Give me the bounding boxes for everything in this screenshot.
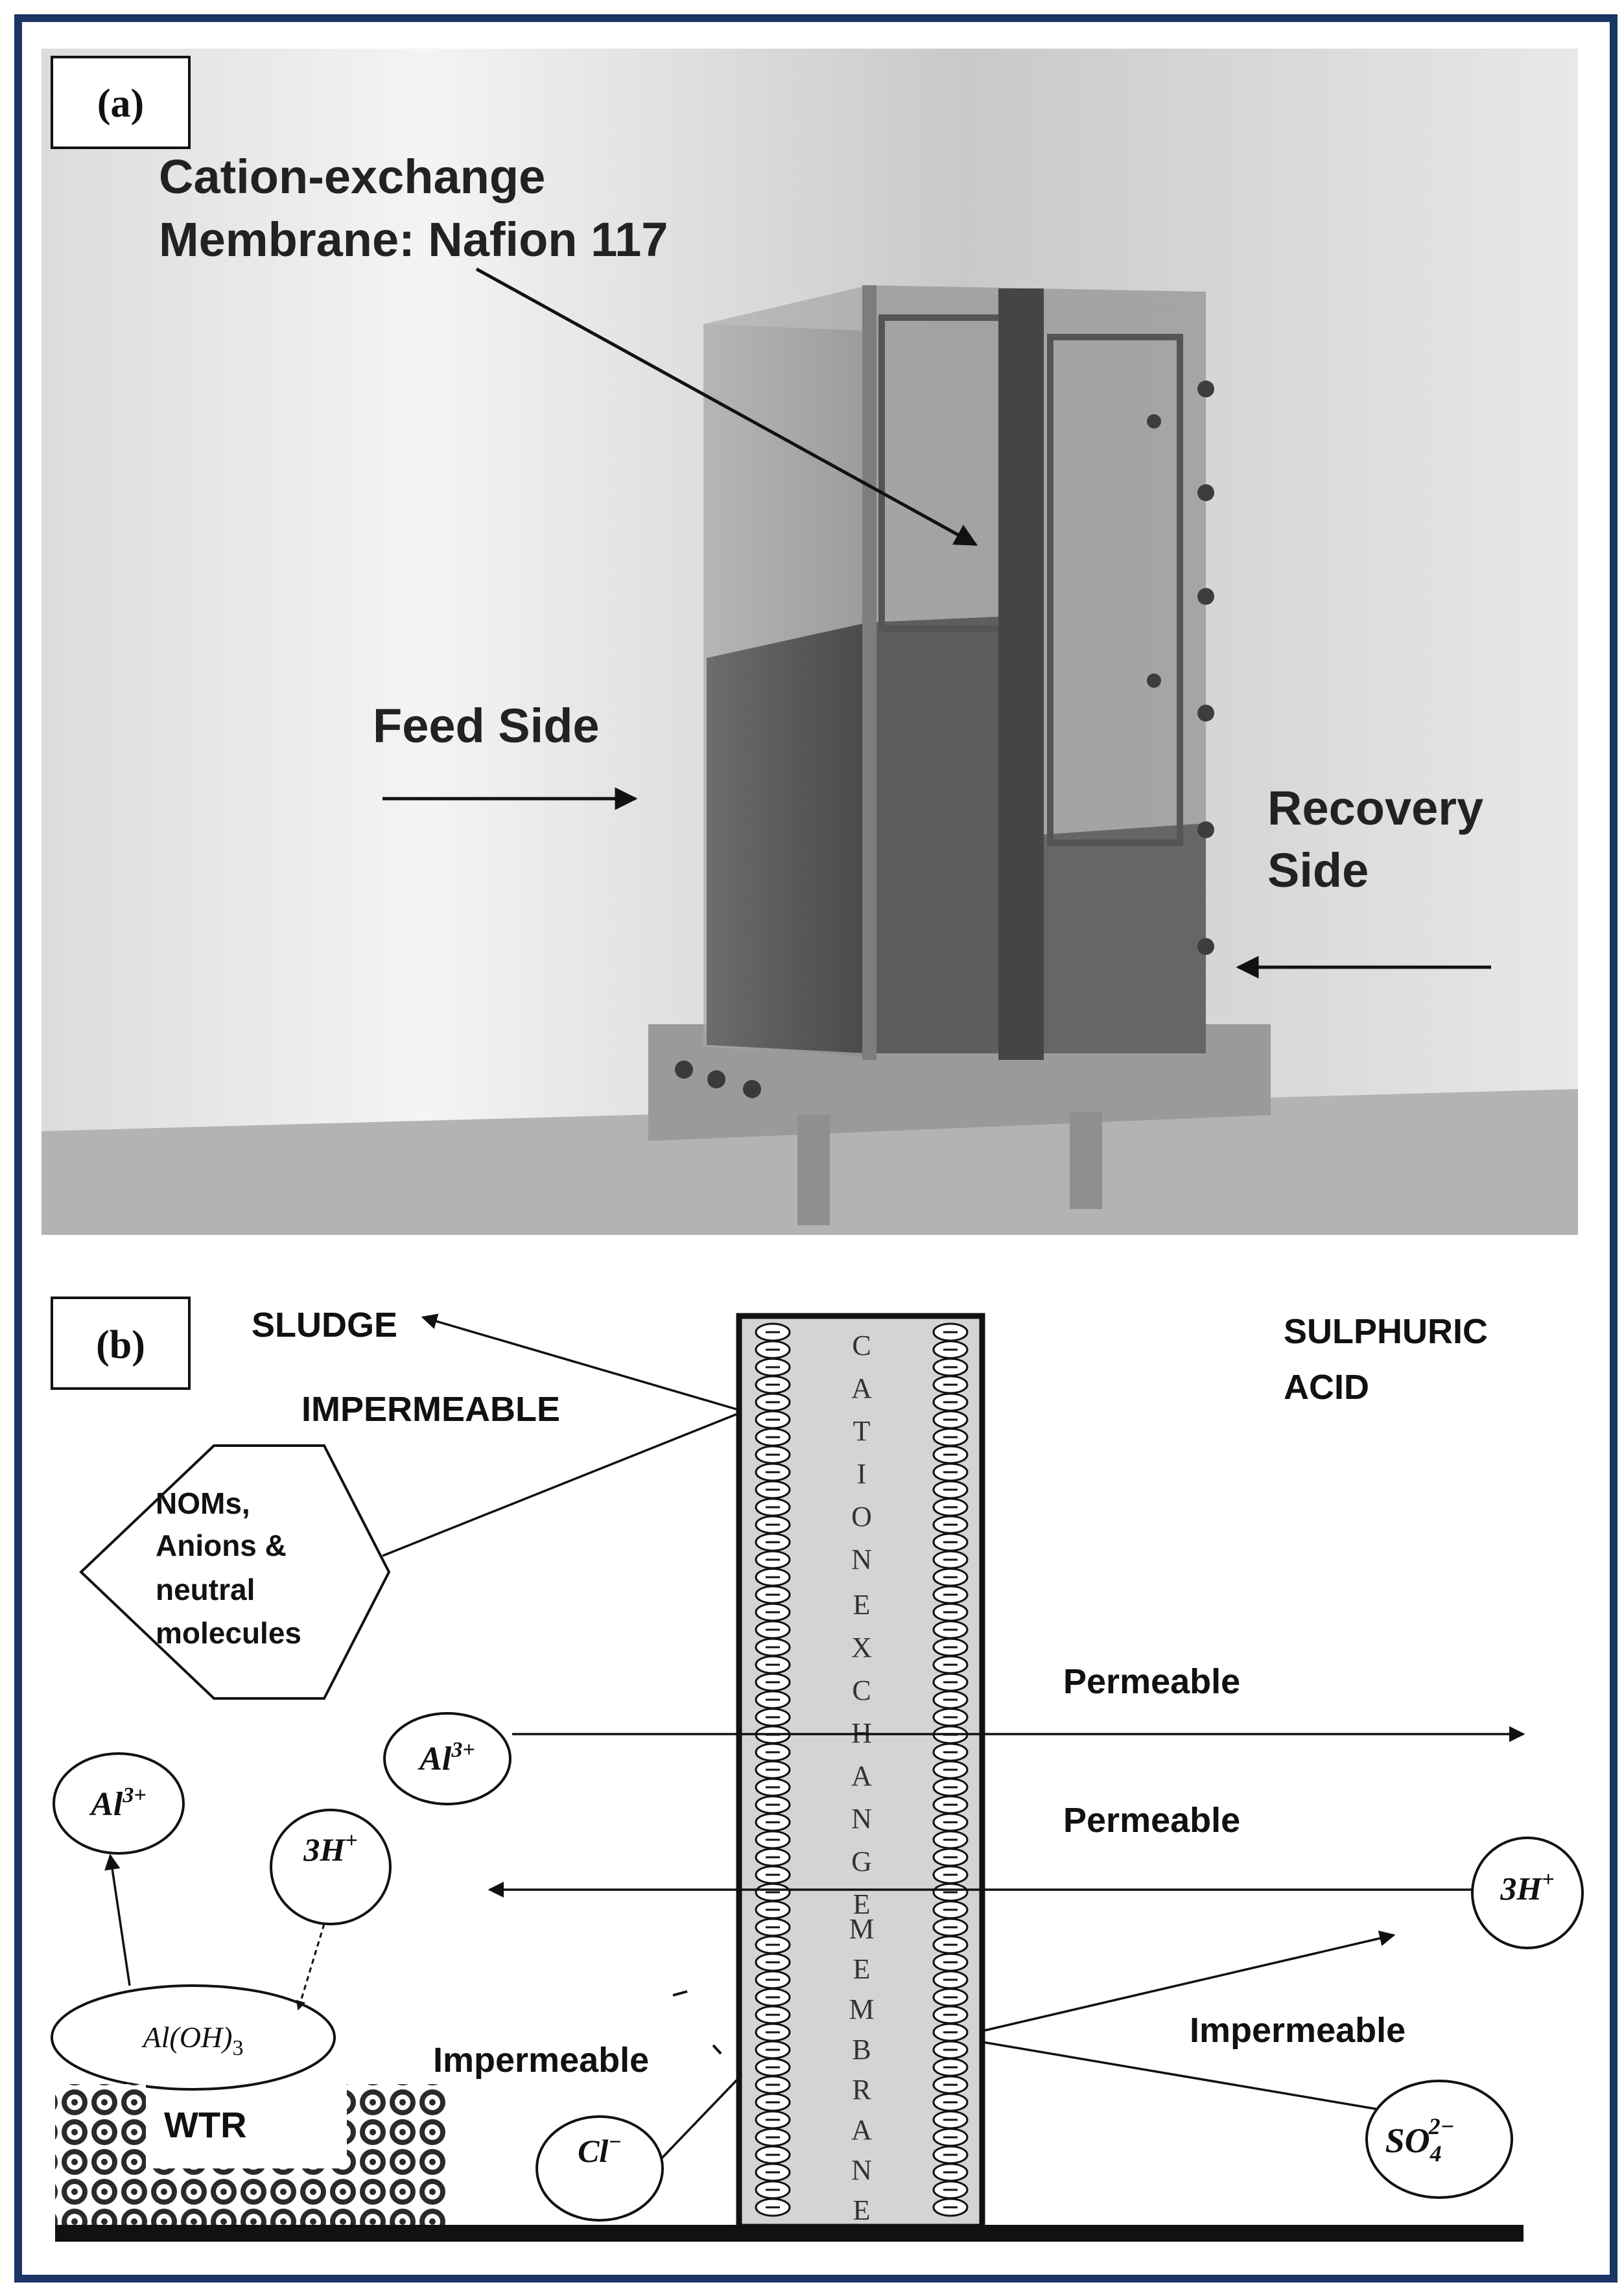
panel-b-label-box <box>51 1297 191 1390</box>
sludge-label: SLUDGE <box>252 1306 397 1344</box>
ion-h-left-text: 3H+ <box>303 1829 357 1868</box>
panel-b-label: (b) <box>96 1323 145 1367</box>
panel-a-label-box <box>51 56 191 149</box>
membrane-arrow <box>475 267 978 546</box>
ion-al-left-text: Al3+ <box>89 1783 147 1823</box>
ion-cl-text: Cl− <box>578 2130 622 2169</box>
ion-aloh3 <box>51 1984 336 2091</box>
membrane-plate <box>998 288 1044 1060</box>
membrane-letter: A <box>851 2114 872 2146</box>
sludge-arrow <box>421 1313 740 1411</box>
nom-hexagon <box>79 1444 391 1700</box>
ion-h-right <box>1471 1837 1584 1949</box>
membrane-letter: G <box>851 1846 872 1877</box>
ion-al-left <box>53 1752 185 1855</box>
permeable-label-1: Permeable <box>1063 1662 1240 1701</box>
ion-so4-text: SO42− <box>1385 2113 1455 2166</box>
feed-liquid <box>707 622 869 1053</box>
membrane-letter: C <box>852 1674 871 1706</box>
membrane-letter: A <box>851 1760 872 1792</box>
membrane-letter: B <box>852 2034 871 2065</box>
impermeable-top-label: IMPERMEABLE <box>301 1390 560 1429</box>
hexagon-line-3: neutral <box>156 1573 255 1606</box>
ion-al-top <box>383 1712 512 1805</box>
membrane-letter: E <box>853 2194 871 2226</box>
bolts <box>1147 381 1214 955</box>
ion-cl <box>535 2115 664 2222</box>
membrane-letter: A <box>851 1372 872 1404</box>
wtr-label: WTR <box>164 2104 247 2145</box>
membrane-letter: E <box>853 1589 871 1621</box>
aloh-to-al-arrow <box>104 1853 131 1986</box>
tick-mark-1 <box>672 1990 688 1997</box>
panel-a-label: (a) <box>97 82 144 126</box>
membrane-label-line2: Membrane: Nafion 117 <box>159 213 668 266</box>
membrane-letter: M <box>849 1993 874 2025</box>
inner-frame-right <box>1047 334 1183 846</box>
membrane-charges-right <box>932 1322 969 2217</box>
membrane-letter: I <box>857 1458 867 1490</box>
membrane-letter: R <box>852 2074 871 2106</box>
port-2 <box>707 1070 725 1088</box>
membrane-letter: X <box>851 1632 872 1663</box>
tank-corner-post <box>862 285 877 1060</box>
permeable-label-2: Permeable <box>1063 1801 1240 1840</box>
figure-border <box>14 14 1618 2283</box>
feed-side-label: Feed Side <box>373 699 600 753</box>
sulphuric-acid-line1: SULPHURIC <box>1284 1312 1488 1351</box>
apparatus-leg-left <box>797 1115 830 1225</box>
ion-so4 <box>1365 2080 1513 2199</box>
recovery-liquid <box>869 616 1018 1053</box>
apparatus-leg-right <box>1070 1112 1102 1209</box>
membrane-letter: M <box>849 1913 874 1945</box>
hexagon-line-1: NOMs, <box>156 1486 250 1520</box>
membrane-letter: E <box>853 1953 871 1985</box>
port-1 <box>675 1061 693 1079</box>
wtr-deposit <box>55 2084 447 2225</box>
impermeable-right-label: Impermeable <box>1190 2011 1406 2050</box>
panel-a: (a) Cation-exchange Membrane: Nafion 117… <box>41 49 1578 1235</box>
hexagon-line-2: Anions & <box>156 1529 287 1562</box>
sulphuric-acid-line2: ACID <box>1284 1368 1369 1407</box>
membrane-letter: E <box>853 1888 871 1920</box>
impermeable-left-label: Impermeable <box>433 2041 649 2080</box>
recovery-side-label-line1: Recovery <box>1267 781 1483 835</box>
ion-h-left <box>270 1809 392 1925</box>
membrane-letter: N <box>851 2154 872 2186</box>
membrane-letter: N <box>851 1544 872 1575</box>
ion-aloh3-text: Al(OH)3 <box>141 2021 244 2060</box>
hexagon-connector <box>382 1412 740 1557</box>
so4-connector <box>982 2041 1383 2111</box>
so4-rejection-arrow <box>982 1931 1396 2032</box>
membrane-letter: O <box>851 1501 872 1532</box>
membrane-letter: T <box>853 1415 871 1447</box>
membrane-label-line1: Cation-exchange <box>159 150 545 204</box>
membrane-letter: N <box>851 1803 872 1835</box>
port-3 <box>743 1080 761 1098</box>
tick-mark-2 <box>712 2044 722 2055</box>
membrane-charges-left <box>755 1322 791 2217</box>
ion-h-right-text: 3H+ <box>1500 1868 1554 1907</box>
cl-connector <box>660 2076 740 2160</box>
recovery-side-label-line2: Side <box>1267 843 1369 897</box>
hexagon-line-4: molecules <box>156 1616 301 1650</box>
membrane-letter: C <box>852 1330 871 1361</box>
h-to-aloh-arrow <box>296 1923 325 2011</box>
ion-al-top-text: Al3+ <box>418 1738 475 1778</box>
recovery-liquid-2 <box>1018 823 1206 1053</box>
